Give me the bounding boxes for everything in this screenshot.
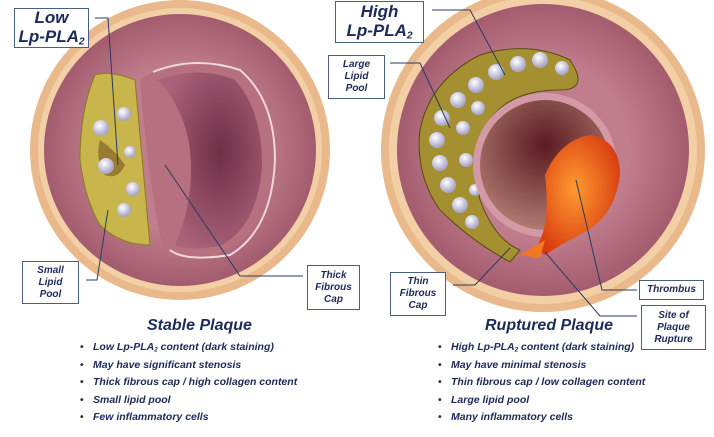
label-subscript: 2 (78, 36, 85, 48)
label-subscript: 2 (406, 30, 413, 42)
small-lipid-pool-label: Small Lipid Pool (22, 261, 79, 304)
bullet-text: Few inflammatory cells (93, 411, 209, 423)
low-lp-pla2-label: Low Lp-PLA2 (14, 8, 89, 48)
label-line: Pool (345, 83, 368, 94)
inflammatory-cell (117, 203, 131, 217)
label-text: Lp-PLA (346, 21, 407, 41)
stable-plaque-title: Stable Plaque (147, 317, 252, 334)
bullet-item: Low Lp-PLA2 content (dark staining) (80, 341, 297, 359)
label-line: Thin (407, 276, 429, 287)
label-line: Lp-PLA2 (18, 27, 84, 48)
bullet-text: Thick fibrous cap / high collagen conten… (93, 376, 298, 388)
label-line: Fibrous (399, 288, 437, 299)
bullet-item: Many inflammatory cells (438, 411, 645, 429)
bullet-item: Large lipid pool (438, 394, 645, 412)
label-line: Large (342, 59, 371, 70)
label-line: Site of (658, 309, 689, 321)
bullet-text: Many inflammatory cells (451, 411, 573, 423)
thrombus-label: Thrombus (639, 280, 704, 300)
bullet-item: Thick fibrous cap / high collagen conten… (80, 376, 297, 394)
thin-fibrous-cap-label: Thin Fibrous Cap (390, 272, 446, 316)
bullet-text: Thin fibrous cap / low collagen content (451, 376, 646, 388)
plaque-rupture-site-label: Site of Plaque Rupture (641, 305, 706, 350)
bullet-item: Few inflammatory cells (80, 411, 297, 429)
stable-plaque-bullets: Low Lp-PLA2 content (dark staining) May … (80, 341, 297, 429)
ruptured-plaque-artery (381, 0, 705, 312)
label-line: Lp-PLA2 (346, 21, 412, 42)
large-lipid-pool-label: Large Lipid Pool (328, 55, 385, 99)
bullet-text: May have minimal stenosis (451, 358, 587, 371)
leader-lines (86, 9, 637, 317)
label-line: Pool (39, 288, 62, 300)
label-line: Thick (320, 269, 347, 281)
label-line: High (360, 1, 399, 21)
inflammatory-cell (126, 182, 140, 196)
bullet-subscript: 2 (154, 346, 158, 354)
bullet-item: Thin fibrous cap / low collagen content (438, 376, 645, 394)
bullet-subscript: 2 (514, 346, 519, 354)
label-line: Small (37, 264, 64, 276)
bullet-text: content (dark staining) (157, 341, 274, 353)
inflammatory-cell (117, 107, 131, 121)
bullet-text: May have significant stenosis (93, 358, 242, 371)
label-line: Thrombus (647, 284, 696, 295)
inflammatory-cell (98, 158, 114, 174)
label-line: Cap (408, 300, 428, 311)
label-line: Lipid (38, 276, 63, 288)
label-text: Lp-PLA (18, 27, 79, 47)
bullet-text: High Lp-PLA (451, 341, 515, 353)
inflammatory-cells (429, 52, 569, 229)
label-line: Cap (324, 293, 343, 305)
bullet-item: May have significant stenosis (80, 359, 297, 377)
label-line: Fibrous (315, 281, 352, 293)
label-line: Rupture (654, 333, 693, 345)
label-line: Lipid (344, 71, 369, 82)
label-line: Plaque (657, 321, 690, 333)
bullet-text: content (dark staining) (518, 341, 635, 353)
thick-fibrous-cap-label: Thick Fibrous Cap (307, 265, 360, 310)
label-line: Low (34, 7, 69, 27)
stable-plaque-artery (30, 0, 330, 300)
bullet-text: Large lipid pool (451, 393, 530, 406)
ruptured-plaque-title: Ruptured Plaque (485, 317, 614, 334)
bullet-item: Small lipid pool (80, 394, 297, 412)
bullet-item: High Lp-PLA2 content (dark staining) (438, 341, 645, 359)
rupture-site (520, 240, 545, 258)
bullet-text: Small lipid pool (93, 393, 171, 406)
ruptured-plaque-bullets: High Lp-PLA2 content (dark staining) May… (438, 341, 645, 429)
bullet-text: Low Lp-PLA (93, 341, 155, 353)
inflammatory-cell (124, 146, 136, 158)
inflammatory-cell (93, 120, 109, 136)
high-lp-pla2-label: High Lp-PLA2 (335, 1, 424, 43)
lumen (158, 72, 262, 249)
bullet-item: May have minimal stenosis (438, 359, 645, 377)
